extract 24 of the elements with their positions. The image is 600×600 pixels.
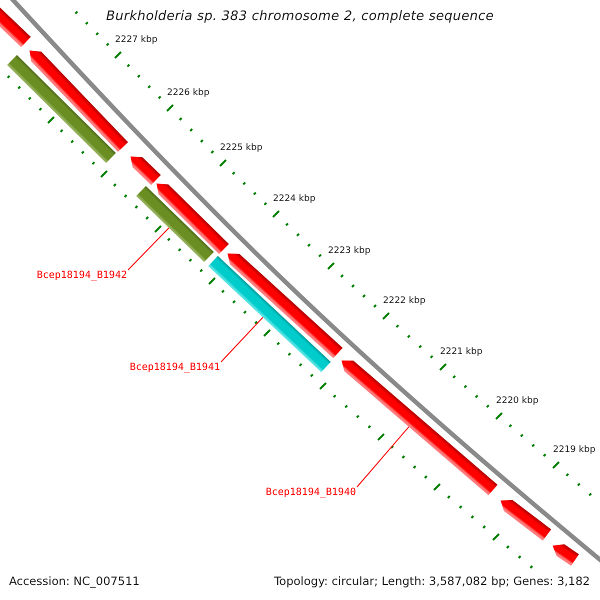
tick-label: 2220 kbp (496, 396, 538, 406)
gene-feature (30, 50, 128, 152)
accession-text: Accession: NC_007511 (9, 574, 140, 588)
leader-line (356, 426, 410, 488)
tick-label: 2225 kbp (220, 143, 262, 153)
tick-label: 2226 kbp (167, 88, 210, 98)
tick-label: 2219 kbp (553, 445, 596, 455)
gene-label: Bcep18194_B1940 (266, 487, 356, 499)
gene-feature (228, 254, 343, 358)
tick-label: 2222 kbp (383, 296, 426, 306)
gene-bar (7, 55, 116, 163)
gene-feature (552, 544, 579, 566)
tick-label: 2223 kbp (328, 246, 370, 256)
leader-line (220, 316, 264, 362)
gene-feature (500, 500, 552, 541)
leader-line (128, 227, 170, 270)
tick-label: 2224 kbp (273, 194, 316, 204)
gene-label: Bcep18194_B1942 (36, 270, 127, 282)
gene-feature (156, 184, 229, 254)
genome-stats-text: Topology: circular; Length: 3,587,082 bp; Genes: 3,182 (274, 574, 590, 588)
diagram-title: Burkholderia sp. 383 chromosome 2, complete sequence (105, 9, 495, 24)
gene-bar (136, 186, 214, 262)
tick-label: 2227 kbp (115, 35, 158, 45)
gene-label: Bcep18194_B1941 (130, 362, 220, 374)
